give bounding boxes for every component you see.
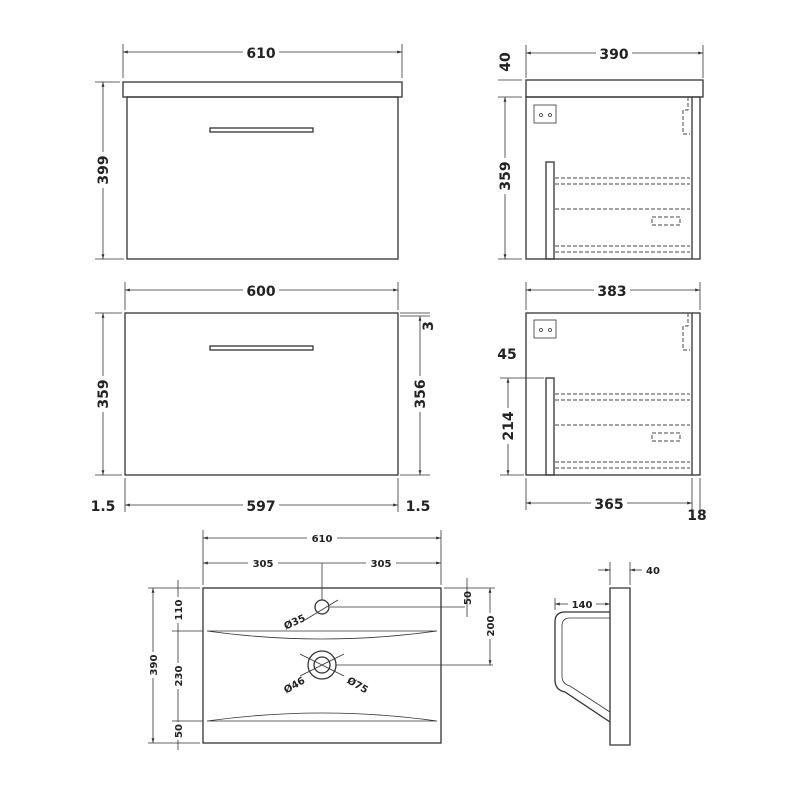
basin-plan-view: 610 305 305 390 110 230 50 50 200 Ø35 Ø4… xyxy=(146,530,497,750)
dim-front-c: 50 xyxy=(174,724,185,738)
tap-hole-diameter: Ø35 xyxy=(282,612,307,632)
dim-offset: 45 xyxy=(497,347,516,363)
basin-side-view: 40 140 xyxy=(554,562,660,746)
dim-width: 600 xyxy=(246,284,275,300)
dim-back: 18 xyxy=(687,508,706,524)
dim-depth: 383 xyxy=(597,284,626,300)
dim-body-height: 359 xyxy=(498,161,514,190)
side-view-bottom: 383 45 214 365 18 xyxy=(497,282,707,524)
dim-width: 610 xyxy=(246,46,275,62)
dim-gap: 3 xyxy=(421,321,437,331)
dim-depth: 390 xyxy=(149,655,160,676)
dim-tap-offset: 50 xyxy=(463,591,474,605)
side-view-top: 390 40 359 xyxy=(496,45,704,260)
front-view-top: 610 399 xyxy=(94,44,403,260)
dim-projection: 140 xyxy=(572,600,593,611)
dim-front-b: 230 xyxy=(174,666,185,687)
dim-height-left: 359 xyxy=(96,379,112,408)
front-view-bottom: 600 359 356 3 597 1.5 1.5 xyxy=(91,282,437,515)
dim-height: 399 xyxy=(96,155,112,184)
dim-side-right: 1.5 xyxy=(406,499,431,515)
dim-thickness: 40 xyxy=(646,566,660,577)
dim-front-a: 110 xyxy=(174,600,185,621)
dim-waste-offset: 200 xyxy=(486,616,497,637)
waste-inner-diameter: Ø46 xyxy=(282,675,307,697)
dim-half-left: 305 xyxy=(253,559,274,570)
dim-side-left: 1.5 xyxy=(91,499,116,515)
waste-outer-diameter: Ø75 xyxy=(345,675,370,697)
dim-top-thickness: 40 xyxy=(498,52,514,72)
dim-height-right: 356 xyxy=(413,379,429,408)
dim-width: 610 xyxy=(312,534,333,545)
dim-inner: 597 xyxy=(246,499,275,515)
dim-inner-depth: 365 xyxy=(594,497,623,513)
dim-drawer: 214 xyxy=(501,411,517,440)
dim-depth: 390 xyxy=(599,47,628,63)
dim-half-right: 305 xyxy=(371,559,392,570)
